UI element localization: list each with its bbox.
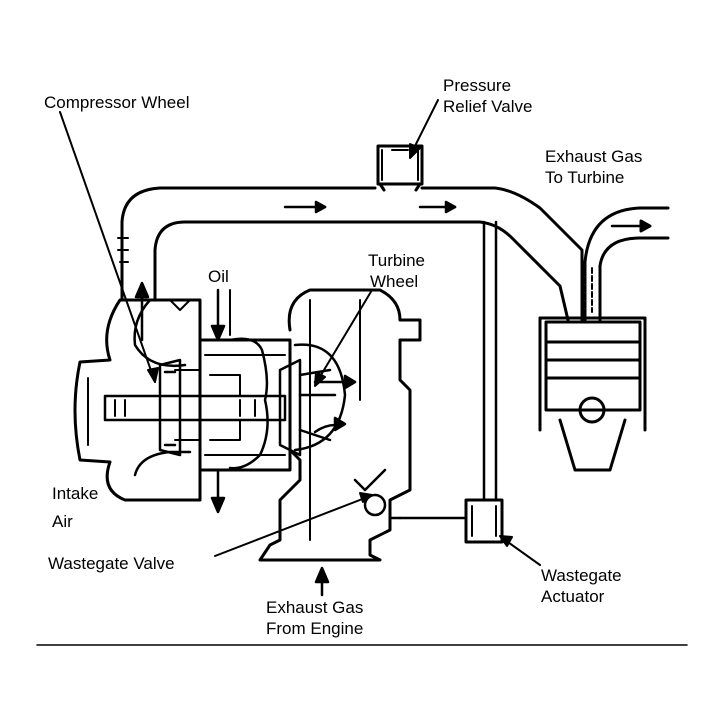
intake-flow-arrows [283,200,457,214]
pressure-relief-valve [376,144,424,192]
label-exhaust-gas-from-engine: Exhaust Gas From Engine [266,597,363,639]
label-line: Exhaust Gas [266,598,364,617]
turbine-wheel [278,358,337,457]
label-compressor-wheel: Compressor Wheel [44,93,190,112]
wastegate-valve [353,468,402,520]
label-line: Pressure [443,76,512,95]
turbine-flow-arrows [313,374,357,434]
intake-pipe [117,186,584,322]
label-wastegate-valve: Wastegate Valve [48,554,175,573]
label-line: Wastegate [541,566,622,585]
label-wastegate-actuator: Wastegate Actuator [541,565,622,607]
label-line: To Turbine [545,168,625,187]
wastegate-actuator [464,498,504,544]
label-oil: Oil [208,267,229,286]
label-line: Intake [52,484,99,503]
label-line: Relief Valve [443,97,533,116]
leader-lines [59,99,541,566]
label-line: From Engine [266,619,364,638]
label-line: Actuator [541,587,605,606]
compressor-wheel [158,358,182,457]
label-intake-air: Intake Air [52,480,98,536]
oil-arrows [210,288,226,514]
label-line: Wheel [370,272,419,291]
label-pressure-relief-valve: Pressure Relief Valve [443,75,532,117]
wastegate-actuator-line [398,220,498,520]
label-line: Turbine [368,251,426,270]
label-exhaust-gas-to-turbine: Exhaust Gas To Turbine [545,146,642,188]
intake-air-arrow [134,281,150,342]
label-line: Air [52,512,73,531]
label-turbine-wheel: Turbine Wheel [368,250,425,292]
exhaust-in-arrow [314,566,330,597]
engine-cylinder [538,316,647,472]
turbine-housing [228,288,422,562]
label-line: Exhaust Gas [545,147,643,166]
exhaust-outlet-pipe [583,206,670,322]
